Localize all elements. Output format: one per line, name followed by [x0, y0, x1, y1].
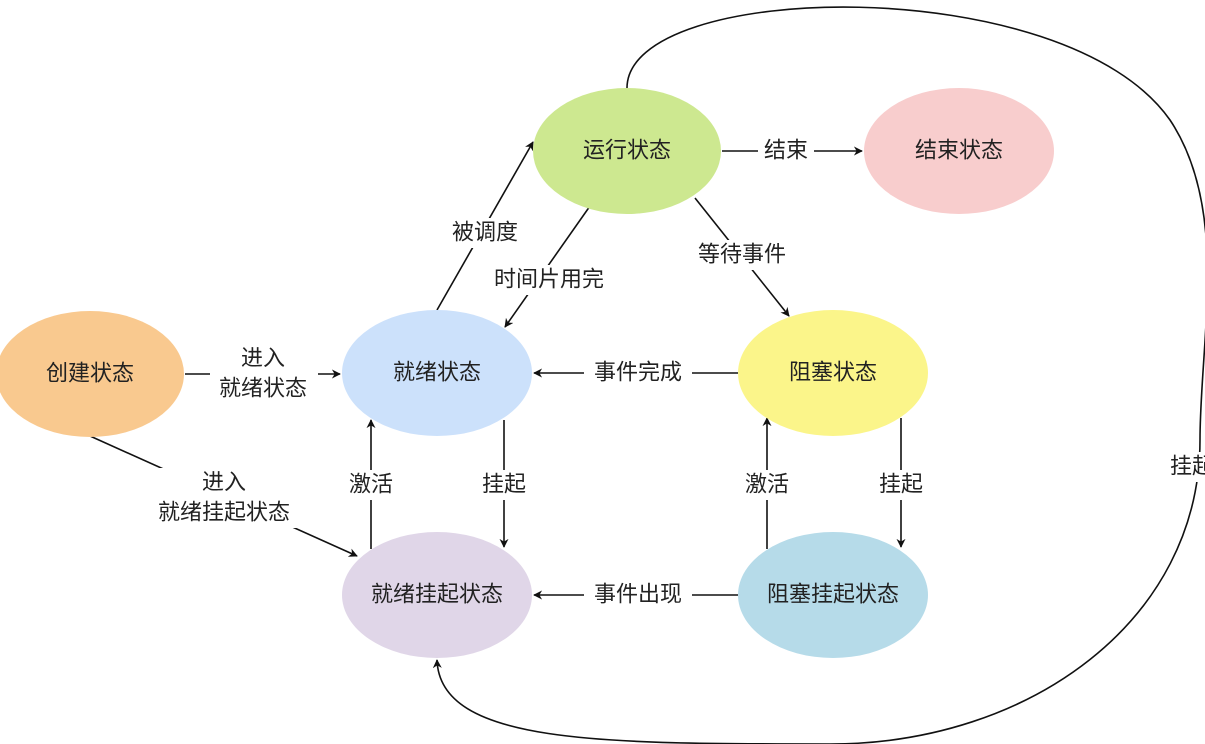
- edge-label-activate-blocked: 激活: [745, 473, 789, 498]
- state-running-label: 运行状态: [583, 139, 671, 164]
- state-blocked-suspended-label: 阻塞挂起状态: [767, 583, 899, 608]
- edge-label-create-ready-suspended: 就绪挂起状态: [158, 501, 290, 526]
- state-ready-suspended-label: 就绪挂起状态: [371, 583, 503, 608]
- edge-label-create-ready: 就绪状态: [219, 377, 307, 402]
- edge-label-create-enter: 进入: [241, 347, 285, 372]
- edge-running-to-ready-suspended: 挂起: [432, 6, 1205, 744]
- edge-running-to-blocked: 等待事件: [688, 197, 796, 317]
- state-blocked-label: 阻塞状态: [789, 361, 877, 386]
- edge-ready-suspended-to-ready: 激活: [345, 419, 397, 549]
- state-ready-suspended-shape: [342, 532, 532, 658]
- state-create-label: 创建状态: [46, 362, 134, 387]
- state-end-shape: [864, 88, 1054, 214]
- state-blocked: 阻塞状态: [738, 310, 928, 436]
- edge-label-suspend-ready: 挂起: [482, 473, 526, 498]
- edge-blocked-to-ready: 事件完成: [533, 358, 738, 388]
- edge-label-event-occur: 事件出现: [594, 583, 682, 608]
- state-running-shape: [533, 88, 721, 214]
- edge-label-running-suspend: 挂起: [1170, 455, 1205, 480]
- edge-label-end: 结束: [764, 139, 808, 164]
- edge-ready-to-ready-suspended: 挂起: [478, 420, 530, 548]
- state-ready: 就绪状态: [342, 310, 532, 436]
- state-blocked-shape: [738, 310, 928, 436]
- state-blocked-suspended: 阻塞挂起状态: [738, 532, 928, 658]
- state-ready-label: 就绪状态: [393, 361, 481, 386]
- edge-label-suspend-blocked: 挂起: [879, 473, 923, 498]
- edge-label-timeslice: 时间片用完: [494, 268, 604, 293]
- state-running: 运行状态: [533, 88, 721, 214]
- edge-ready-to-running: 被调度: [436, 141, 534, 311]
- edge-running-to-end: 结束: [722, 136, 863, 166]
- edge-create-to-ready: 进入 就绪状态: [185, 344, 341, 404]
- edge-blocked-to-blocked-suspended: 挂起: [875, 418, 927, 548]
- edge-blocked-suspended-to-blocked: 激活: [741, 417, 793, 549]
- edge-label-activate-ready: 激活: [349, 473, 393, 498]
- edge-label-wait-event: 等待事件: [698, 243, 786, 268]
- state-end-label: 结束状态: [915, 139, 1003, 164]
- edge-blocked-suspended-to-ready-suspended: 事件出现: [533, 580, 738, 610]
- state-ready-suspended: 就绪挂起状态: [342, 532, 532, 658]
- edge-create-to-ready-suspended: 进入 就绪挂起状态: [89, 435, 358, 557]
- state-create-shape: [0, 311, 184, 437]
- state-create: 创建状态: [0, 311, 184, 437]
- state-blocked-suspended-shape: [738, 532, 928, 658]
- edge-label-create-enter-2: 进入: [202, 471, 246, 496]
- edge-label-event-complete: 事件完成: [594, 361, 682, 386]
- edge-label-scheduled: 被调度: [452, 221, 518, 246]
- edge-running-to-ready: 时间片用完: [484, 205, 614, 328]
- state-ready-shape: [342, 310, 532, 436]
- state-end: 结束状态: [864, 88, 1054, 214]
